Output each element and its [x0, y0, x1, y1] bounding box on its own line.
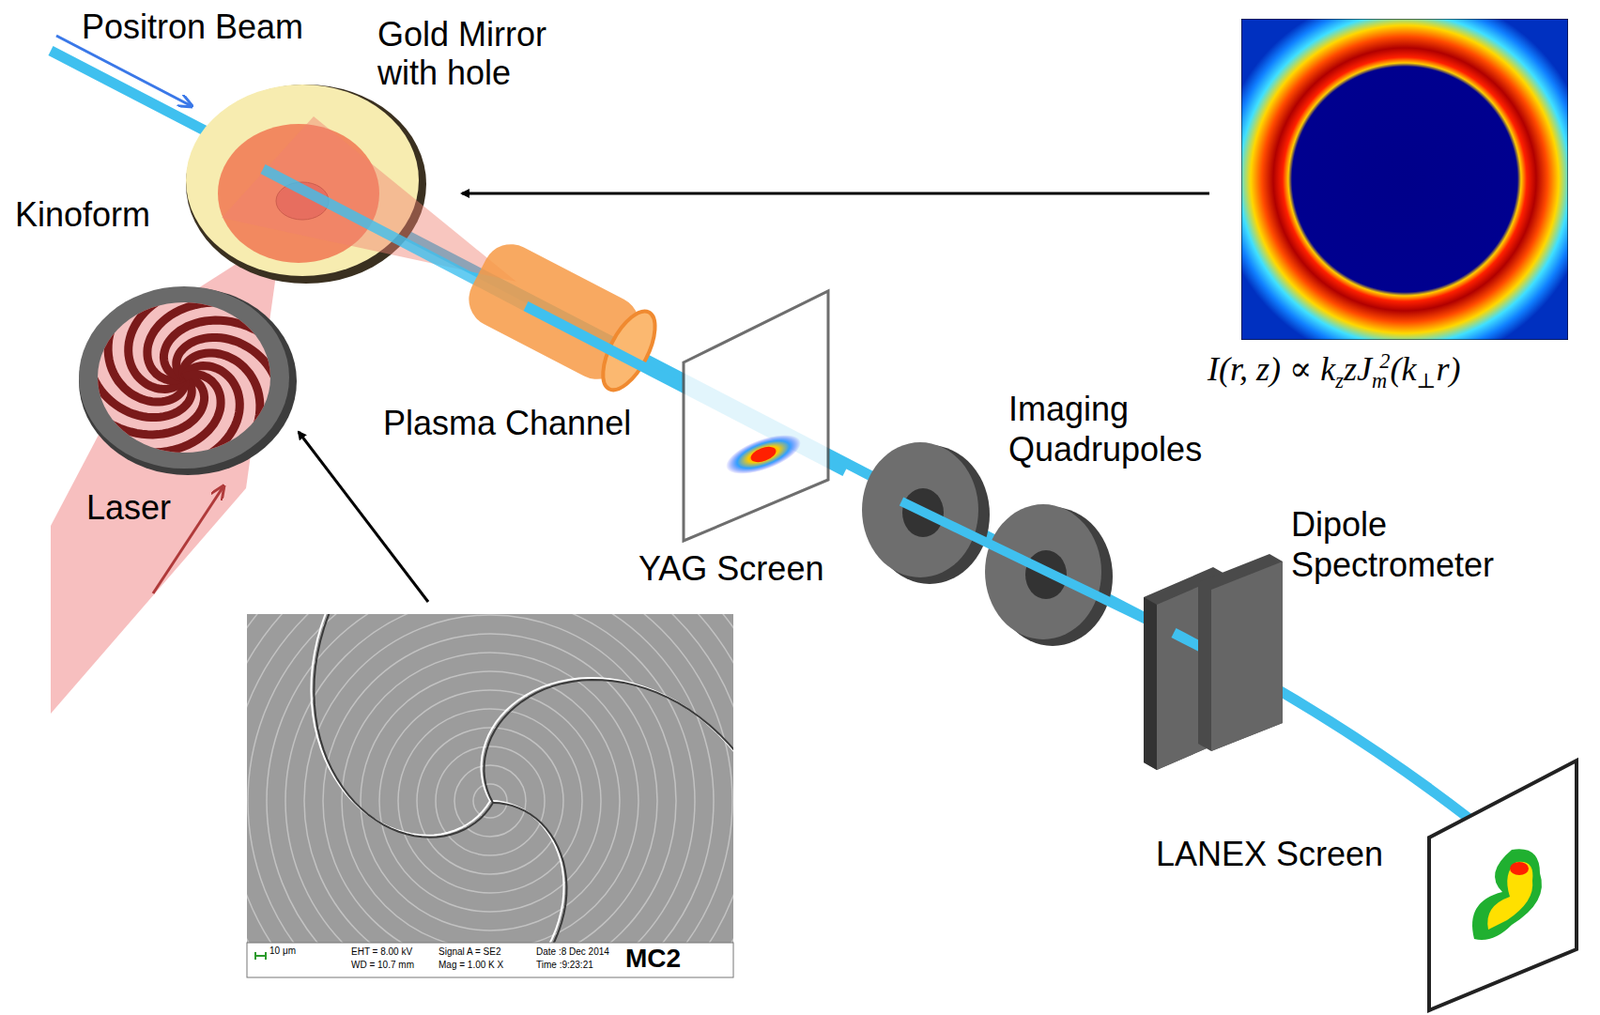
sem-ring	[246, 614, 734, 943]
sem-ring	[304, 615, 677, 943]
sem-ring	[247, 614, 733, 943]
kinoform-label: Kinoform	[15, 195, 151, 235]
sem-spiral	[246, 800, 564, 943]
lanex-label: LANEX Screen	[1155, 834, 1384, 875]
sem-ring	[246, 614, 734, 943]
quadrupole-label: Imaging Quadrupoles	[1008, 388, 1234, 470]
intensity-formula: I(r, z) ∝ kzzJm2(k⊥r)	[1207, 349, 1461, 394]
plasma-label: Plasma Channel	[383, 403, 631, 444]
sem-spiral	[310, 614, 637, 836]
sem-info: Mag = 1.00 K X	[438, 959, 504, 970]
sem-ring	[246, 614, 734, 943]
sem-spiral	[481, 677, 735, 943]
sem-info: EHT = 8.00 kV	[351, 946, 413, 957]
kinoform-arm	[147, 374, 221, 453]
beam-label: Positron Beam	[81, 7, 304, 47]
sem-spiral-shadow	[246, 802, 567, 943]
sem-ring	[246, 614, 734, 943]
sem-info: WD = 10.7 mm	[351, 959, 415, 970]
yag-label: YAG Screen	[638, 549, 824, 589]
sem-logo: MC2	[625, 943, 681, 974]
sem-ring	[246, 614, 734, 943]
sem-info: Time :9:23:21	[536, 959, 594, 970]
sem-ring	[246, 614, 734, 943]
spectrometer-label: Dipole Spectrometer	[1291, 504, 1531, 585]
laser-label: Laser	[86, 488, 171, 528]
mirror-label: Gold Mirror with hole	[377, 15, 589, 93]
sem-ring	[246, 614, 734, 943]
sem-info: Signal A = SE2	[438, 946, 501, 957]
sem-spiral-shadow	[313, 614, 640, 838]
scale-label: 10 μm	[269, 945, 296, 956]
sem-ring	[266, 614, 714, 943]
sem-ring	[285, 614, 695, 943]
sem-spiral-shadow	[484, 679, 735, 943]
sem-ring	[246, 614, 734, 943]
sem-info: Date :8 Dec 2014	[536, 946, 610, 957]
